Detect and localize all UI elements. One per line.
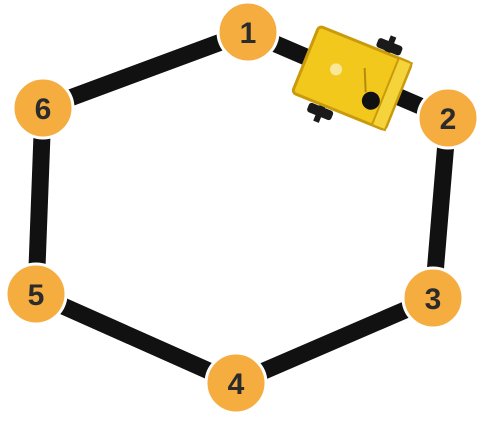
track-edge-4-5	[36, 294, 236, 383]
node-6: 6	[13, 78, 73, 138]
track-edge-3-4	[236, 298, 433, 383]
node-3-label: 3	[425, 283, 442, 316]
node-2: 2	[418, 88, 478, 148]
node-4-label: 4	[228, 368, 245, 401]
node-1-label: 1	[240, 17, 257, 50]
node-6-label: 6	[35, 93, 52, 126]
node-3: 3	[403, 268, 463, 328]
node-2-label: 2	[440, 103, 457, 136]
node-5: 5	[6, 264, 66, 324]
node-5-label: 5	[28, 279, 45, 312]
node-4: 4	[206, 353, 266, 413]
track-edge-6-1	[43, 32, 248, 108]
node-1: 1	[218, 2, 278, 62]
line-follower-robot-icon	[285, 9, 418, 147]
